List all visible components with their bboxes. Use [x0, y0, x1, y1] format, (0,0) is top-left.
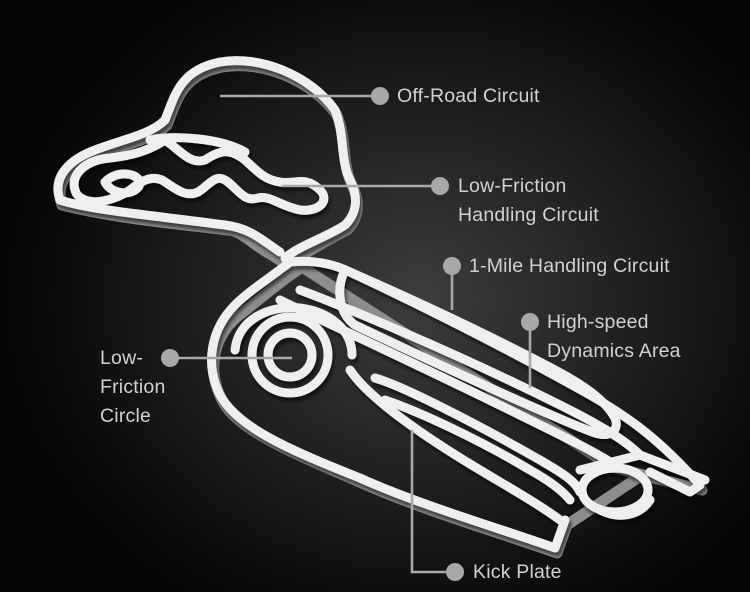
label-off-road-circuit: Off-Road Circuit [397, 82, 540, 111]
dot-low-friction-handling [431, 177, 449, 195]
dot-one-mile [443, 257, 461, 275]
label-low-friction-handling-line2: Handling Circuit [458, 204, 599, 226]
label-low-friction-circle-line1: Low- [100, 347, 144, 369]
high-speed-dynamics-area-path [335, 265, 621, 439]
label-low-friction-circle: Low- Friction Circle [100, 344, 166, 431]
label-low-friction-circle-line3: Circle [100, 405, 152, 427]
label-low-friction-handling-circuit: Low-Friction Handling Circuit [458, 172, 599, 230]
low-friction-circle-path [247, 312, 333, 398]
off-road-circuit-path [53, 56, 360, 263]
leader-lines [170, 94, 532, 574]
label-off-road-text: Off-Road Circuit [397, 85, 540, 107]
label-low-friction-circle-line2: Friction [100, 376, 166, 398]
dot-kick-plate [446, 563, 464, 581]
track-surface [53, 56, 710, 553]
label-high-speed-line1: High-speed [547, 311, 649, 333]
label-one-mile-text: 1-Mile Handling Circuit [469, 255, 670, 277]
dot-low-friction-circle [161, 349, 179, 367]
label-kick-plate-text: Kick Plate [473, 561, 562, 583]
label-kick-plate: Kick Plate [473, 558, 562, 587]
label-low-friction-handling-line1: Low-Friction [458, 175, 567, 197]
dot-high-speed [521, 313, 539, 331]
kick-plate-path [370, 373, 585, 497]
dot-off-road [371, 87, 389, 105]
label-high-speed-dynamics-area: High-speed Dynamics Area [547, 308, 681, 366]
leader-kick-plate [410, 430, 455, 574]
label-one-mile-handling-circuit: 1-Mile Handling Circuit [469, 252, 670, 281]
label-high-speed-line2: Dynamics Area [547, 340, 681, 362]
leader-dots [161, 87, 539, 581]
